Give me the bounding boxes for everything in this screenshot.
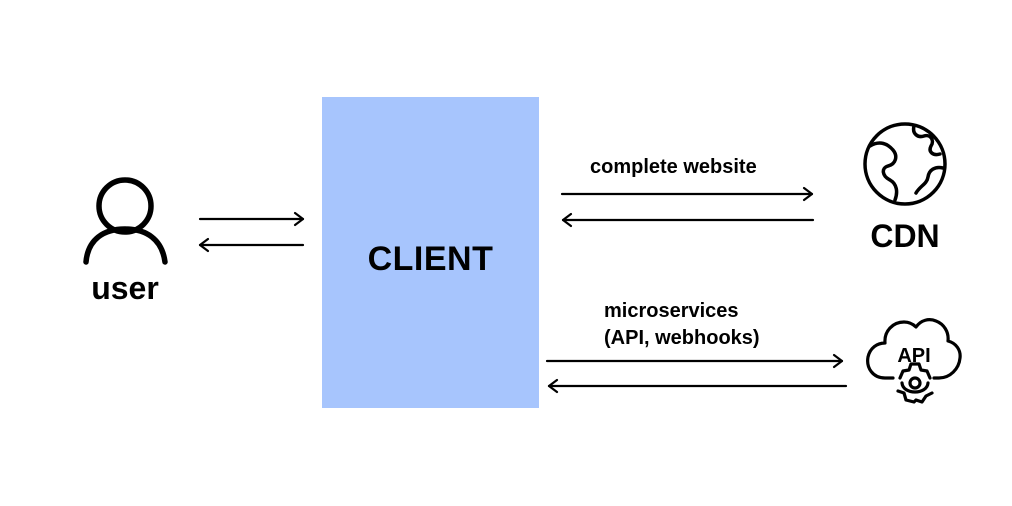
client-api-edge-label-line2: (API, webhooks)	[604, 327, 760, 349]
user-label: user	[91, 270, 159, 306]
cdn-to-client-arrow	[561, 212, 815, 228]
client-to-cdn-arrow	[560, 186, 814, 202]
client-to-user-arrow	[198, 237, 305, 253]
api-to-client-arrow	[547, 378, 848, 394]
client-cdn-edge-label: complete website	[590, 156, 757, 178]
client-api-edge-label-line1: microservices	[604, 300, 739, 322]
api-cloud-gear-icon	[866, 318, 962, 404]
user-to-client-arrow	[198, 211, 305, 227]
globe-icon	[863, 122, 947, 206]
client-node: CLIENT	[322, 97, 539, 408]
client-to-api-arrow	[545, 353, 844, 369]
client-api-edge-label: microservices (API, webhooks)	[604, 298, 760, 352]
api-icon-text: API	[897, 345, 930, 367]
person-icon	[83, 177, 168, 265]
client-label: CLIENT	[367, 240, 494, 278]
cdn-label: CDN	[870, 218, 940, 254]
